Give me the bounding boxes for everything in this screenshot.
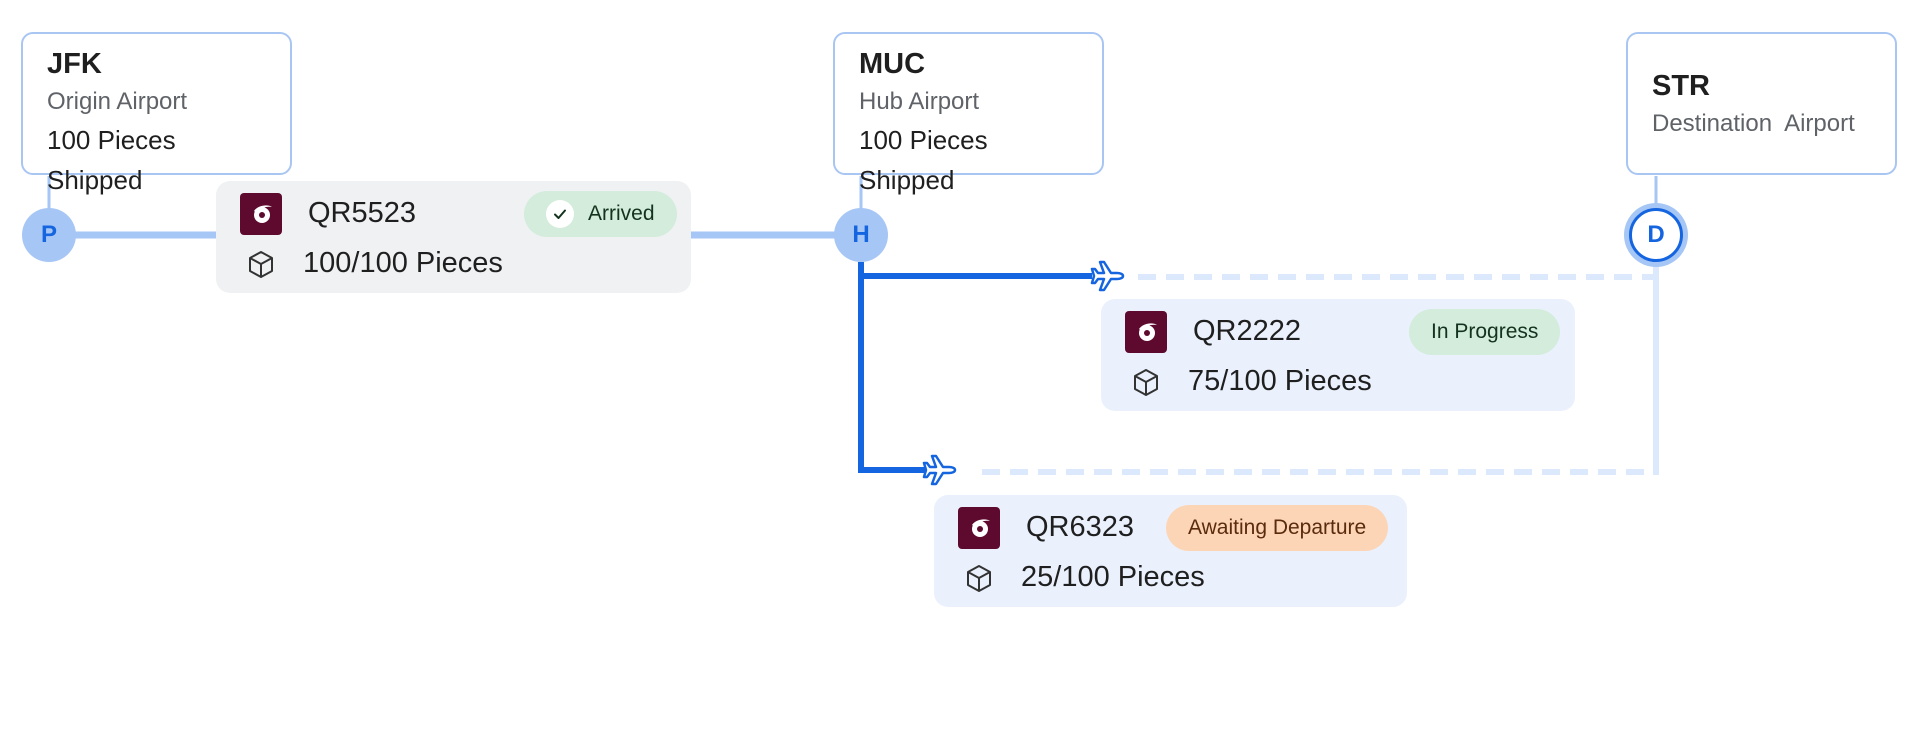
airport-role: Origin Airport bbox=[47, 88, 188, 115]
airport-pieces-shipped: 100 Pieces Shipped bbox=[859, 125, 988, 195]
route-hub-branch-1 bbox=[858, 262, 1092, 279]
destination-node[interactable]: D bbox=[1629, 208, 1683, 262]
flight-card-qr2222[interactable]: QR2222 In Progress 75/100 Pieces bbox=[1101, 299, 1575, 411]
oryx-logo-icon bbox=[254, 205, 272, 223]
airport-role: Destination Airport bbox=[1652, 110, 1855, 137]
origin-node[interactable]: P bbox=[22, 208, 76, 262]
hub-node[interactable]: H bbox=[834, 208, 888, 262]
airplane-icon bbox=[922, 454, 957, 486]
oryx-logo-icon bbox=[972, 519, 990, 537]
airline-logo bbox=[958, 507, 1000, 549]
airport-hub[interactable]: MUC Hub Airport 100 Pieces Shipped bbox=[833, 32, 1104, 195]
flight-card-qr6323[interactable]: QR6323 Awaiting Departure 25/100 Pieces bbox=[934, 495, 1407, 607]
airline-logo bbox=[240, 193, 282, 235]
airport-code: STR bbox=[1652, 70, 1710, 102]
airport-code: JFK bbox=[47, 48, 102, 80]
oryx-logo-icon bbox=[1139, 323, 1157, 341]
airport-role: Hub Airport bbox=[859, 88, 980, 115]
route-hub-branch-2 bbox=[858, 276, 925, 473]
cube-icon bbox=[249, 251, 273, 278]
status-label: In Progress bbox=[1431, 320, 1539, 343]
airport-origin[interactable]: JFK Origin Airport 100 Pieces Shipped bbox=[21, 32, 292, 195]
airline-logo bbox=[1125, 311, 1167, 353]
airport-code: MUC bbox=[859, 48, 926, 80]
status-badge: In Progress bbox=[1409, 309, 1561, 355]
status-label: Awaiting Departure bbox=[1188, 516, 1367, 539]
pieces-count: 100/100 Pieces bbox=[303, 247, 503, 279]
flight-card-qr5523[interactable]: QR5523 Arrived 100/100 Pieces bbox=[216, 181, 691, 293]
cube-icon bbox=[967, 565, 991, 592]
pieces-count: 25/100 Pieces bbox=[1021, 561, 1205, 593]
airport-destination[interactable]: STR Destination Airport bbox=[1626, 32, 1897, 175]
flight-number: QR5523 bbox=[308, 197, 417, 229]
status-label: Arrived bbox=[588, 202, 655, 225]
pieces-count: 75/100 Pieces bbox=[1188, 365, 1372, 397]
airport-pieces-shipped: 100 Pieces Shipped bbox=[47, 125, 176, 195]
flight-number: QR6323 bbox=[1026, 511, 1135, 543]
check-icon bbox=[546, 200, 574, 228]
cube-icon bbox=[1134, 369, 1158, 396]
status-badge: Awaiting Departure bbox=[1166, 505, 1389, 551]
flight-number: QR2222 bbox=[1193, 315, 1302, 347]
status-badge: Arrived bbox=[524, 191, 677, 237]
airplane-icon bbox=[1090, 260, 1125, 292]
